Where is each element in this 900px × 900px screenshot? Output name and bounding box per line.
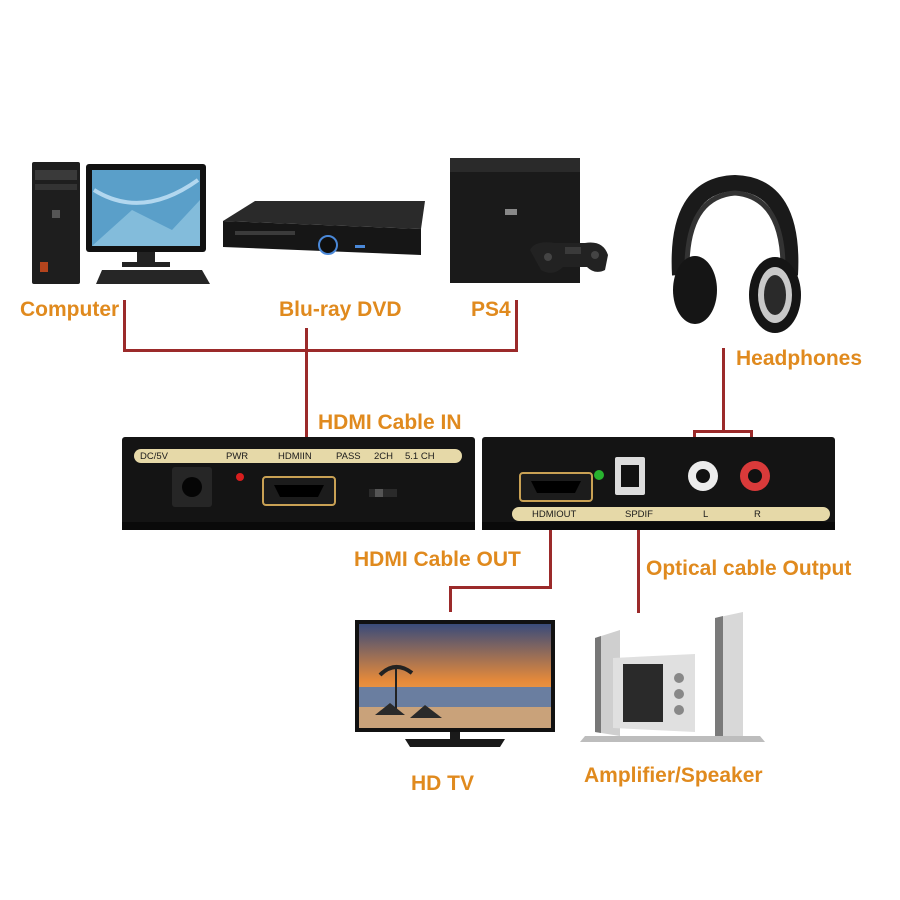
hdmi-cable-out-label: HDMI Cable OUT bbox=[354, 548, 521, 571]
wire-optical bbox=[637, 528, 640, 613]
bluray-player-icon bbox=[223, 201, 425, 255]
l-channel-label: L bbox=[703, 509, 708, 520]
wire-sources-bus bbox=[123, 349, 518, 352]
computer-label: Computer bbox=[20, 298, 120, 321]
optical-cable-label: Optical cable Output bbox=[646, 557, 852, 580]
r-channel-label: R bbox=[754, 509, 761, 520]
computer-icon bbox=[32, 162, 210, 284]
ps4-label: PS4 bbox=[471, 298, 511, 321]
hdmi-cable-in-label: HDMI Cable IN bbox=[318, 411, 462, 434]
hdtv-label: HD TV bbox=[411, 772, 474, 795]
converter-input-panel: DC/5V PWR HDMIIN PASS 2CH 5.1 CH bbox=[122, 437, 475, 530]
hdmi-out-label: HDMIOUT bbox=[532, 509, 577, 520]
5-1ch-label: 5.1 CH bbox=[405, 451, 435, 462]
hd-tv-icon bbox=[355, 620, 555, 747]
headphones-label: Headphones bbox=[736, 347, 863, 370]
converter-output-panel: HDMIOUT SPDIF L R bbox=[482, 437, 835, 530]
amplifier-speaker-label: Amplifier/Speaker bbox=[584, 764, 763, 787]
wire-hdmi-out-down bbox=[549, 528, 552, 588]
bluray-label: Blu-ray DVD bbox=[279, 298, 402, 321]
wire-ps4 bbox=[515, 300, 518, 352]
ps4-console-icon bbox=[450, 158, 608, 283]
wire-computer bbox=[123, 300, 126, 352]
dc-port-label: DC/5V bbox=[140, 451, 169, 462]
headphones-icon bbox=[671, 175, 801, 333]
2ch-label: 2CH bbox=[374, 451, 393, 462]
amplifier-speaker-icon bbox=[580, 612, 765, 742]
wire-headphones-bus bbox=[693, 430, 753, 433]
pwr-label: PWR bbox=[226, 451, 248, 462]
spdif-label: SPDIF bbox=[625, 509, 653, 520]
wire-headphones-down bbox=[722, 348, 725, 433]
hdmi-in-label: HDMIIN bbox=[278, 451, 312, 462]
wire-bluray bbox=[305, 328, 308, 443]
wire-hdmi-out-across bbox=[449, 586, 552, 589]
wire-hdmi-out-tv bbox=[449, 586, 452, 612]
pass-label: PASS bbox=[336, 451, 361, 462]
